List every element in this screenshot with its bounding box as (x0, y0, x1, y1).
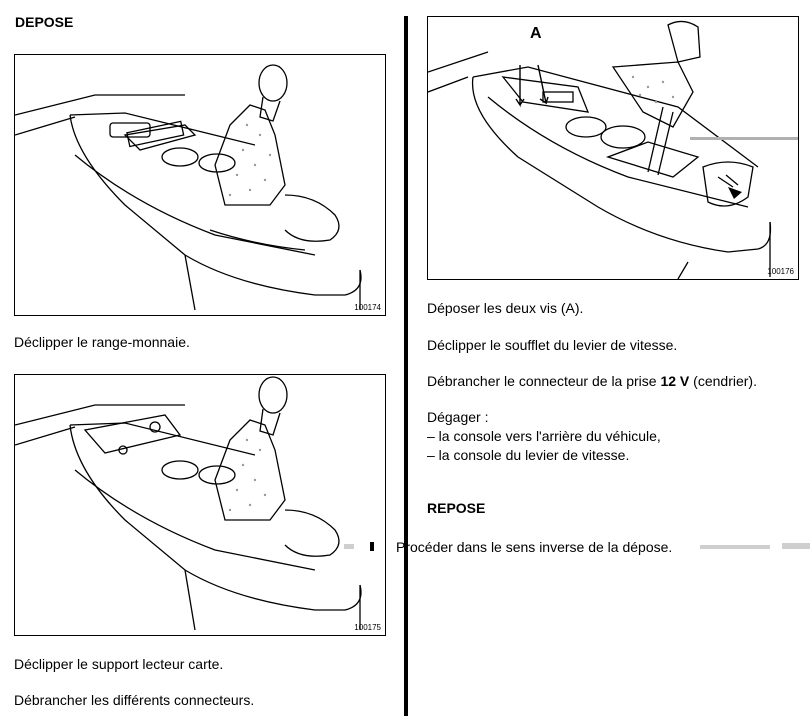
console-drawing-1 (15, 64, 362, 311)
column-divider (404, 16, 408, 716)
figure-number: 100176 (767, 267, 794, 276)
step-deposer-vis: Déposer les deux vis (A). (427, 300, 584, 316)
step-text-after: (cendrier). (693, 373, 757, 389)
scan-artifact (782, 543, 810, 549)
figure-console-3: A 100176 (427, 16, 799, 280)
figure-number: 100175 (354, 623, 381, 632)
scan-artifact (370, 542, 374, 551)
figure-console-1: 100174 (14, 54, 386, 316)
list-item: – la console du levier de vitesse. (427, 447, 630, 463)
callout-label-a: A (530, 25, 542, 42)
caption-connecteurs: Débrancher les différents connecteurs. (14, 692, 255, 708)
section-heading-repose: REPOSE (427, 500, 486, 516)
step-degager-title: Dégager : (427, 409, 489, 425)
step-debrancher-prise: Débrancher le connecteur de la prise 12 … (427, 373, 757, 389)
voltage-value: 12 V (660, 373, 690, 389)
section-heading-depose: DEPOSE (15, 14, 74, 30)
caption-support-lecteur: Déclipper le support lecteur carte. (14, 656, 224, 672)
console-drawing-3 (428, 20, 798, 279)
caption-range-monnaie: Déclipper le range-monnaie. (14, 334, 190, 350)
repose-instruction: Procéder dans le sens inverse de la dépo… (396, 539, 673, 555)
step-text-before: Débrancher le connecteur de la prise (427, 373, 657, 389)
scan-artifact (700, 545, 770, 549)
list-item: – la console vers l'arrière du véhicule, (427, 428, 661, 444)
step-declipper-soufflet: Déclipper le soufflet du levier de vites… (427, 337, 678, 353)
console-drawing-2 (15, 376, 362, 631)
figure-number: 100174 (354, 303, 381, 312)
scan-artifact (344, 544, 354, 549)
figure-console-2: 100175 (14, 374, 386, 636)
